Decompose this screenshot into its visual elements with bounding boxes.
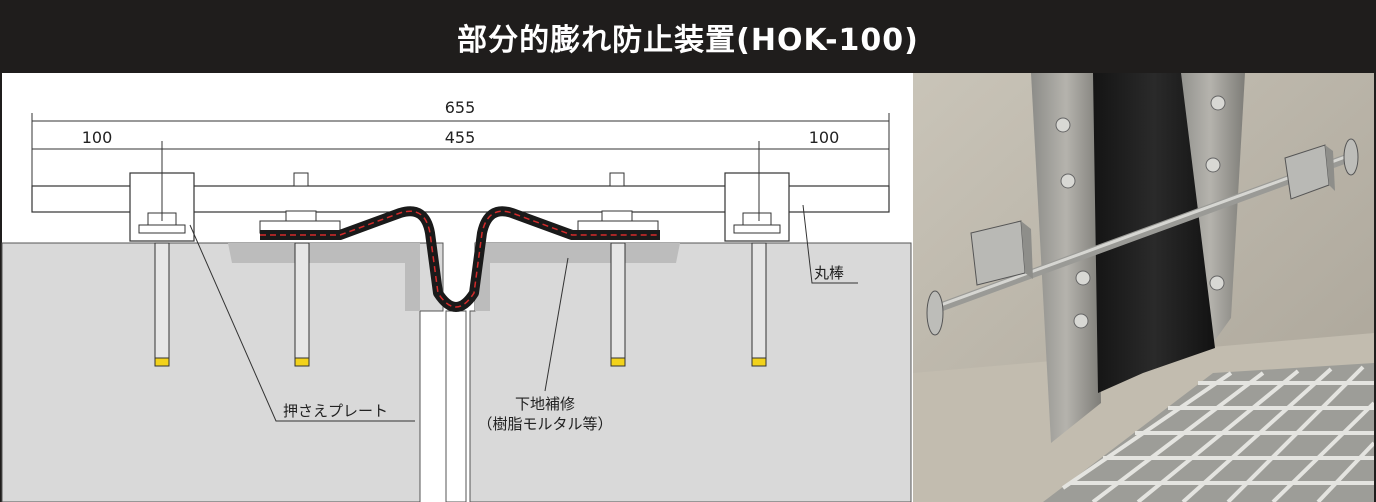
repair-mortar-right — [475, 243, 680, 311]
cross-section-diagram: 655 455 100 100 丸棒 押さえプレート 下地補修 （樹脂モルタル等… — [1, 98, 912, 502]
anchor-bolt-4 — [751, 242, 767, 367]
photo-bar-end-left — [926, 290, 944, 336]
photo-round-bar — [933, 153, 1353, 313]
round-bar-leader — [802, 204, 858, 284]
dimension-left-label: 100 — [82, 128, 113, 147]
nut-mid-left — [285, 172, 317, 222]
nut-mid-right — [601, 172, 633, 222]
repair-label-line1: 下地補修 — [515, 395, 575, 413]
photo-grating — [1043, 363, 1374, 502]
installation-photo — [913, 73, 1374, 502]
dimension-right-label: 100 — [809, 128, 840, 147]
photo-clamp-left — [970, 220, 1033, 286]
photo-bolts — [1055, 95, 1226, 329]
concrete-right — [469, 242, 912, 502]
round-bar-label: 丸棒 — [814, 264, 844, 282]
page-title: 部分的膨れ防止装置(HOK-100) — [0, 0, 1376, 73]
dimension-middle — [32, 141, 889, 221]
anchor-bolt-1 — [154, 242, 170, 367]
photo-bar-end-right — [1343, 138, 1359, 176]
press-plate-leader — [189, 224, 415, 422]
concrete-left — [1, 242, 444, 502]
repair-label-line2: （樹脂モルタル等） — [477, 415, 612, 433]
anchor-bolt-2 — [294, 242, 310, 367]
repair-mortar-left — [228, 243, 420, 311]
content-panel — [0, 73, 1376, 502]
photo-clamp-right — [1284, 144, 1335, 200]
nut-right — [733, 212, 781, 234]
anchor-bolt-3 — [610, 242, 626, 367]
expansion-gap — [445, 310, 467, 502]
seal-red-line — [260, 210, 660, 308]
dimension-middle-label: 455 — [445, 128, 476, 147]
dimension-total-label: 655 — [445, 98, 476, 117]
repair-leader — [544, 257, 569, 392]
press-plate-label: 押さえプレート — [283, 402, 388, 420]
